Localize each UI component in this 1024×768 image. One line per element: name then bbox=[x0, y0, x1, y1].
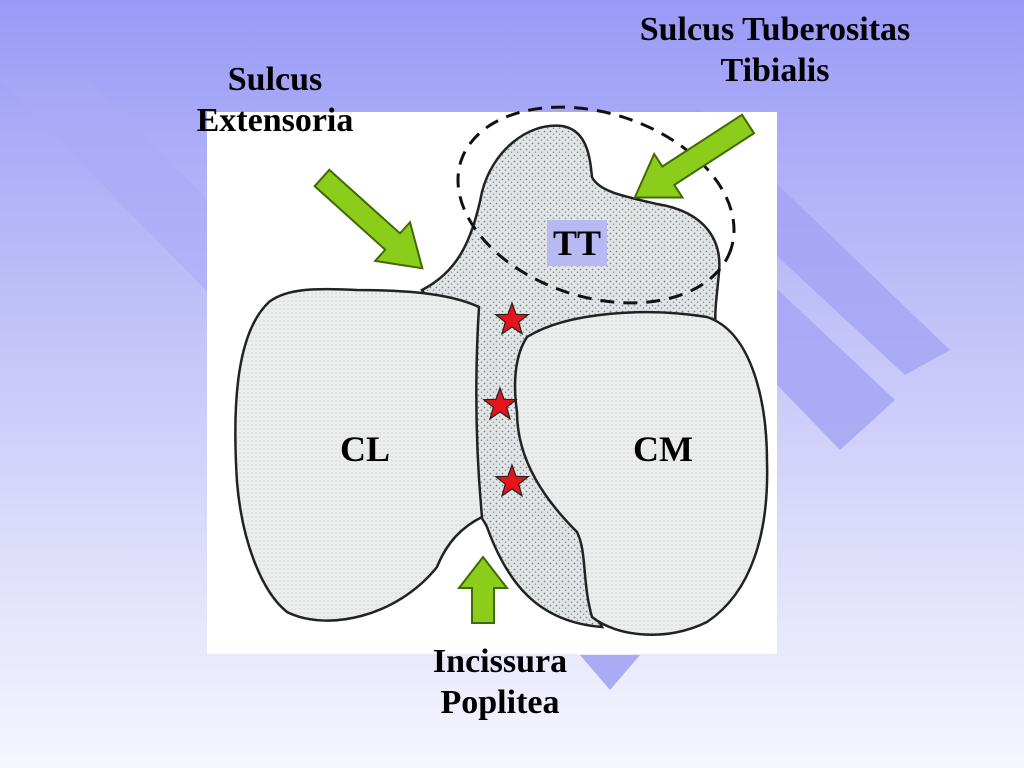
region-label-cl: CL bbox=[340, 429, 391, 469]
label-sulcus-tuberositas-tibialis: Sulcus Tuberositas Tibialis bbox=[600, 10, 950, 92]
label-incissura-poplitea: Incissura Poplitea bbox=[380, 642, 620, 724]
label-sulcus-tuberositas-line-2: Tibialis bbox=[720, 51, 830, 89]
tuberosity-dashed-ellipse bbox=[456, 105, 736, 305]
arrow-incissura-poplitea bbox=[456, 555, 510, 624]
label-sulcus-tuberositas-line-1: Sulcus Tuberositas bbox=[639, 11, 911, 48]
region-label-cm: CM bbox=[633, 429, 693, 469]
lateral-condyle bbox=[234, 287, 484, 622]
label-incissura-line-2: Poplitea bbox=[440, 683, 560, 721]
background-triangle bbox=[580, 655, 640, 690]
arrow-sulcus-extensoria bbox=[313, 168, 424, 270]
label-incissura-line-1: Incissura bbox=[432, 643, 568, 680]
arrow-sulcus-tuberositas bbox=[633, 113, 756, 199]
red-star-marker bbox=[482, 386, 518, 421]
label-sulcus-extensoria: Sulcus Extensoria bbox=[160, 60, 390, 142]
medial-condyle bbox=[513, 310, 769, 636]
stars-group bbox=[482, 301, 530, 498]
red-star-marker bbox=[494, 463, 530, 498]
tibial-plateau-figure bbox=[207, 112, 777, 654]
label-sulcus-extensoria-line-1: Sulcus bbox=[227, 61, 323, 98]
label-sulcus-extensoria-line-2: Extensoria bbox=[196, 101, 354, 139]
red-star-marker bbox=[494, 301, 530, 336]
region-label-tt: TT bbox=[547, 220, 608, 266]
